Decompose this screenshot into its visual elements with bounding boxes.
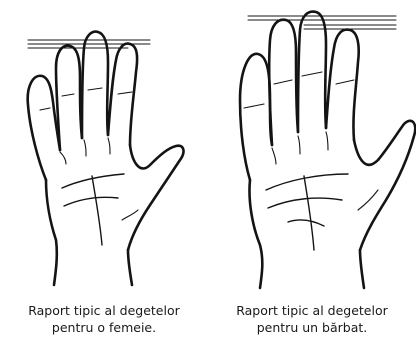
male-caption: Raport tipic al degetelor pentru un bărb… (212, 302, 412, 336)
male-palm-creases (244, 72, 378, 250)
female-caption-line1: Raport tipic al degetelor (4, 302, 204, 319)
female-caption: Raport tipic al degetelor pentru o femei… (4, 302, 204, 336)
female-hand-outline (28, 32, 184, 285)
male-caption-line1: Raport tipic al degetelor (212, 302, 412, 319)
male-caption-line2: pentru un bărbat. (212, 319, 412, 336)
female-caption-line2: pentru o femeie. (4, 319, 204, 336)
male-hand-drawing (208, 0, 416, 290)
female-hand-drawing (0, 0, 208, 290)
